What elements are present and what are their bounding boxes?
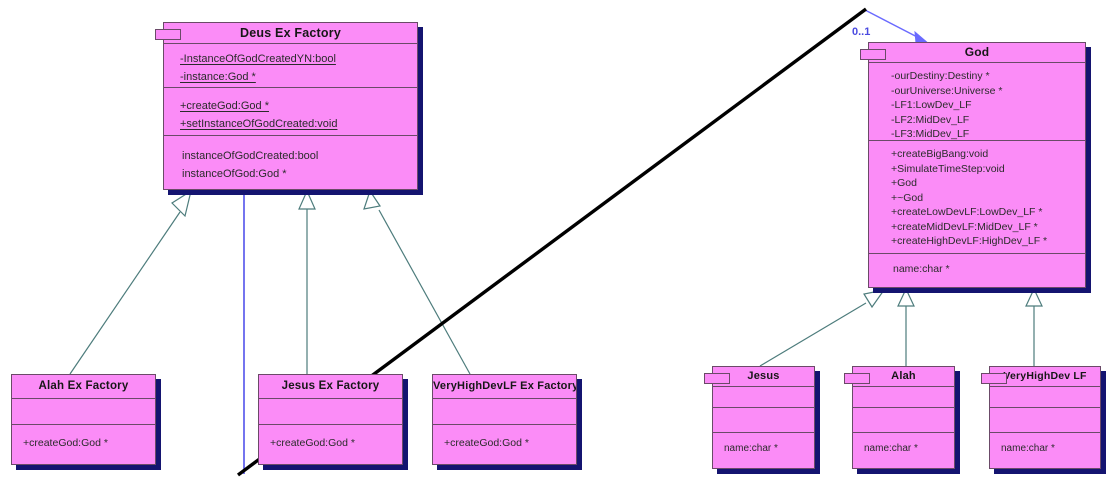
- class-attributes-compartment: -ourDestiny:Destiny * -ourUniverse:Unive…: [869, 62, 1085, 140]
- class-extra-member: instanceOfGod:God *: [182, 168, 287, 180]
- class-extra-compartment: instanceOfGodCreated:bool instanceOfGod:…: [164, 135, 417, 189]
- class-extra-compartment: name:char *: [713, 432, 814, 468]
- association-deus-to-god: [243, 9, 931, 474]
- class-attributes-compartment: [259, 398, 402, 424]
- class-box-god[interactable]: God -ourDestiny:Destiny * -ourUniverse:U…: [860, 42, 1086, 288]
- class-title: Alah: [891, 370, 916, 382]
- class-attribute: -LF1:LowDev_LF: [891, 99, 972, 111]
- class-box-alah-ex-factory[interactable]: Alah Ex Factory +createGod:God *: [11, 374, 156, 465]
- class-title: Jesus: [747, 370, 780, 382]
- class-operation: +~God: [891, 191, 924, 204]
- class-attribute: -LF2:MidDev_LF: [891, 113, 970, 126]
- class-attribute: -LF3:MidDev_LF: [891, 128, 970, 140]
- class-extra-member: instanceOfGodCreated:bool: [182, 150, 319, 162]
- class-title: VeryHighDevLF Ex Factory: [433, 380, 576, 392]
- class-attributes-compartment: [713, 386, 814, 407]
- class-title: Jesus Ex Factory: [281, 380, 380, 392]
- class-operation: +createHighDevLF:HighDev_LF *: [891, 235, 1048, 247]
- class-box-jesus[interactable]: Jesus name:char *: [704, 366, 815, 469]
- class-title: Deus Ex Factory: [240, 26, 341, 40]
- class-attribute: -ourUniverse:Universe *: [891, 84, 1003, 97]
- class-extra-member: name:char *: [864, 443, 918, 454]
- class-operation: +createGod:God *: [23, 437, 108, 449]
- class-operation: +SimulateTimeStep:void: [891, 162, 1005, 175]
- class-operation: +createBigBang:void: [891, 148, 989, 160]
- class-tab-icon: [844, 373, 870, 384]
- class-operations-compartment: +createBigBang:void +SimulateTimeStep:vo…: [869, 140, 1085, 253]
- class-operation: +createMidDevLF:MidDev_LF *: [891, 220, 1038, 233]
- multiplicity-label-0-1: 0..1: [852, 26, 871, 38]
- class-operations-compartment: +createGod:God * +setInstanceOfGodCreate…: [164, 87, 417, 135]
- class-title: God: [964, 45, 990, 59]
- class-extra-compartment: name:char *: [853, 432, 954, 468]
- class-box-deus-ex-factory[interactable]: Deus Ex Factory -InstanceOfGodCreatedYN:…: [155, 22, 418, 190]
- class-tab-icon: [981, 373, 1007, 384]
- class-attributes-compartment: [12, 398, 155, 424]
- class-operations-compartment: +createGod:God *: [433, 424, 576, 464]
- class-operation: +createGod:God *: [444, 437, 529, 449]
- class-attribute: -ourDestiny:Destiny *: [891, 70, 990, 82]
- class-attributes-compartment: [433, 398, 576, 424]
- class-box-jesus-ex-factory[interactable]: Jesus Ex Factory +createGod:God *: [258, 374, 403, 465]
- class-operation: +createGod:God *: [270, 437, 355, 449]
- class-operations-compartment: +createGod:God *: [12, 424, 155, 464]
- class-title: Alah Ex Factory: [38, 380, 129, 392]
- class-operation: +God: [891, 177, 917, 189]
- class-attributes-compartment: -InstanceOfGodCreatedYN:bool -instance:G…: [164, 43, 417, 87]
- class-tab-icon: [704, 373, 730, 384]
- class-box-veryhighdevlf-ex-factory[interactable]: VeryHighDevLF Ex Factory +createGod:God …: [432, 374, 577, 465]
- generalization-alahfactory-to-deus: [69, 189, 192, 375]
- generalization-vhdev-to-god: [1025, 287, 1043, 366]
- generalization-vhfactory-to-deus: [363, 189, 471, 375]
- class-operation: +setInstanceOfGodCreated:void: [180, 118, 338, 130]
- class-box-veryhighdev-lf[interactable]: VeryHighDev LF name:char *: [981, 366, 1101, 469]
- class-operations-compartment: [853, 407, 954, 432]
- class-extra-member: name:char *: [724, 443, 778, 454]
- class-extra-member: name:char *: [1001, 443, 1055, 454]
- class-operations-compartment: [990, 407, 1100, 432]
- class-title: VeryHighDev LF: [1003, 370, 1087, 382]
- class-operation: +createGod:God *: [180, 100, 269, 112]
- class-attributes-compartment: [990, 386, 1100, 407]
- class-tab-icon: [155, 29, 181, 40]
- class-box-alah[interactable]: Alah name:char *: [844, 366, 955, 469]
- class-attributes-compartment: [853, 386, 954, 407]
- class-attribute: -instance:God *: [180, 71, 256, 83]
- class-attribute: -InstanceOfGodCreatedYN:bool: [180, 53, 336, 65]
- class-tab-icon: [860, 49, 886, 60]
- class-operation: +createLowDevLF:LowDev_LF *: [891, 206, 1043, 218]
- generalization-jesus-to-god: [759, 289, 886, 367]
- class-extra-compartment: name:char *: [990, 432, 1100, 468]
- generalization-alah-to-god: [897, 287, 915, 366]
- generalization-jesusfactory-to-deus: [298, 189, 316, 374]
- class-operations-compartment: +createGod:God *: [259, 424, 402, 464]
- class-extra-compartment: name:char *: [869, 253, 1085, 287]
- class-operations-compartment: [713, 407, 814, 432]
- class-extra-member: name:char *: [893, 263, 950, 275]
